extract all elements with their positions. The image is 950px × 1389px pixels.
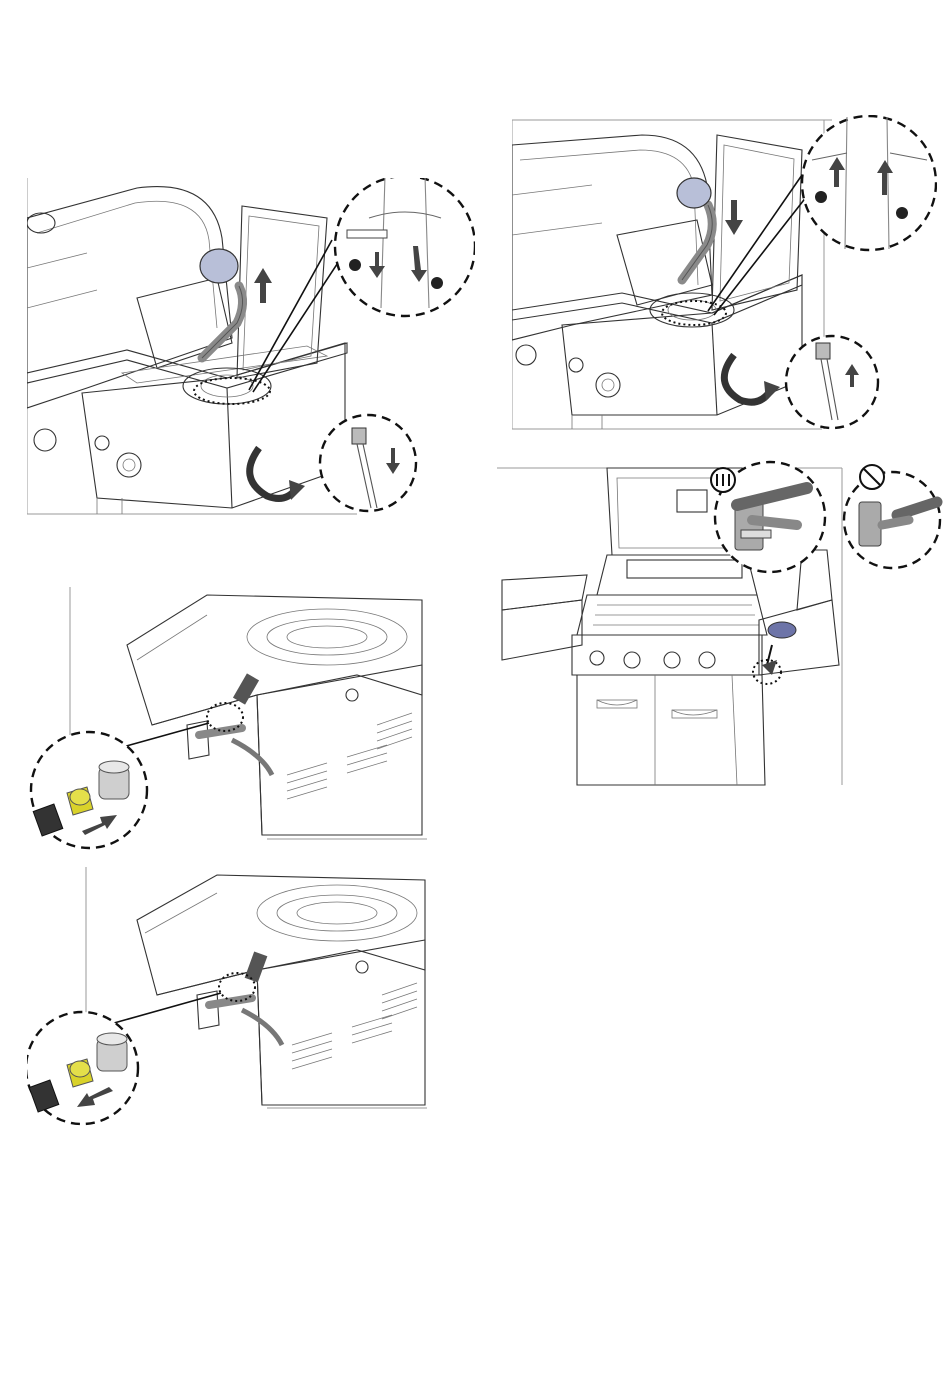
fig-remove-burner	[27, 178, 475, 516]
side-burner-removal-illustration	[27, 178, 475, 516]
fig-grill-overview	[497, 460, 944, 788]
gas-fitting-disconnect-illustration	[27, 585, 427, 857]
side-burner-installation-illustration	[512, 115, 937, 433]
fig-disconnect-fitting	[27, 585, 427, 857]
fig-install-burner	[512, 115, 937, 433]
gas-fitting-connect-illustration	[27, 865, 427, 1130]
prohibited-symbol-icon	[860, 465, 884, 489]
fig-connect-fitting	[27, 865, 427, 1130]
grill-overview-illustration	[497, 460, 944, 788]
